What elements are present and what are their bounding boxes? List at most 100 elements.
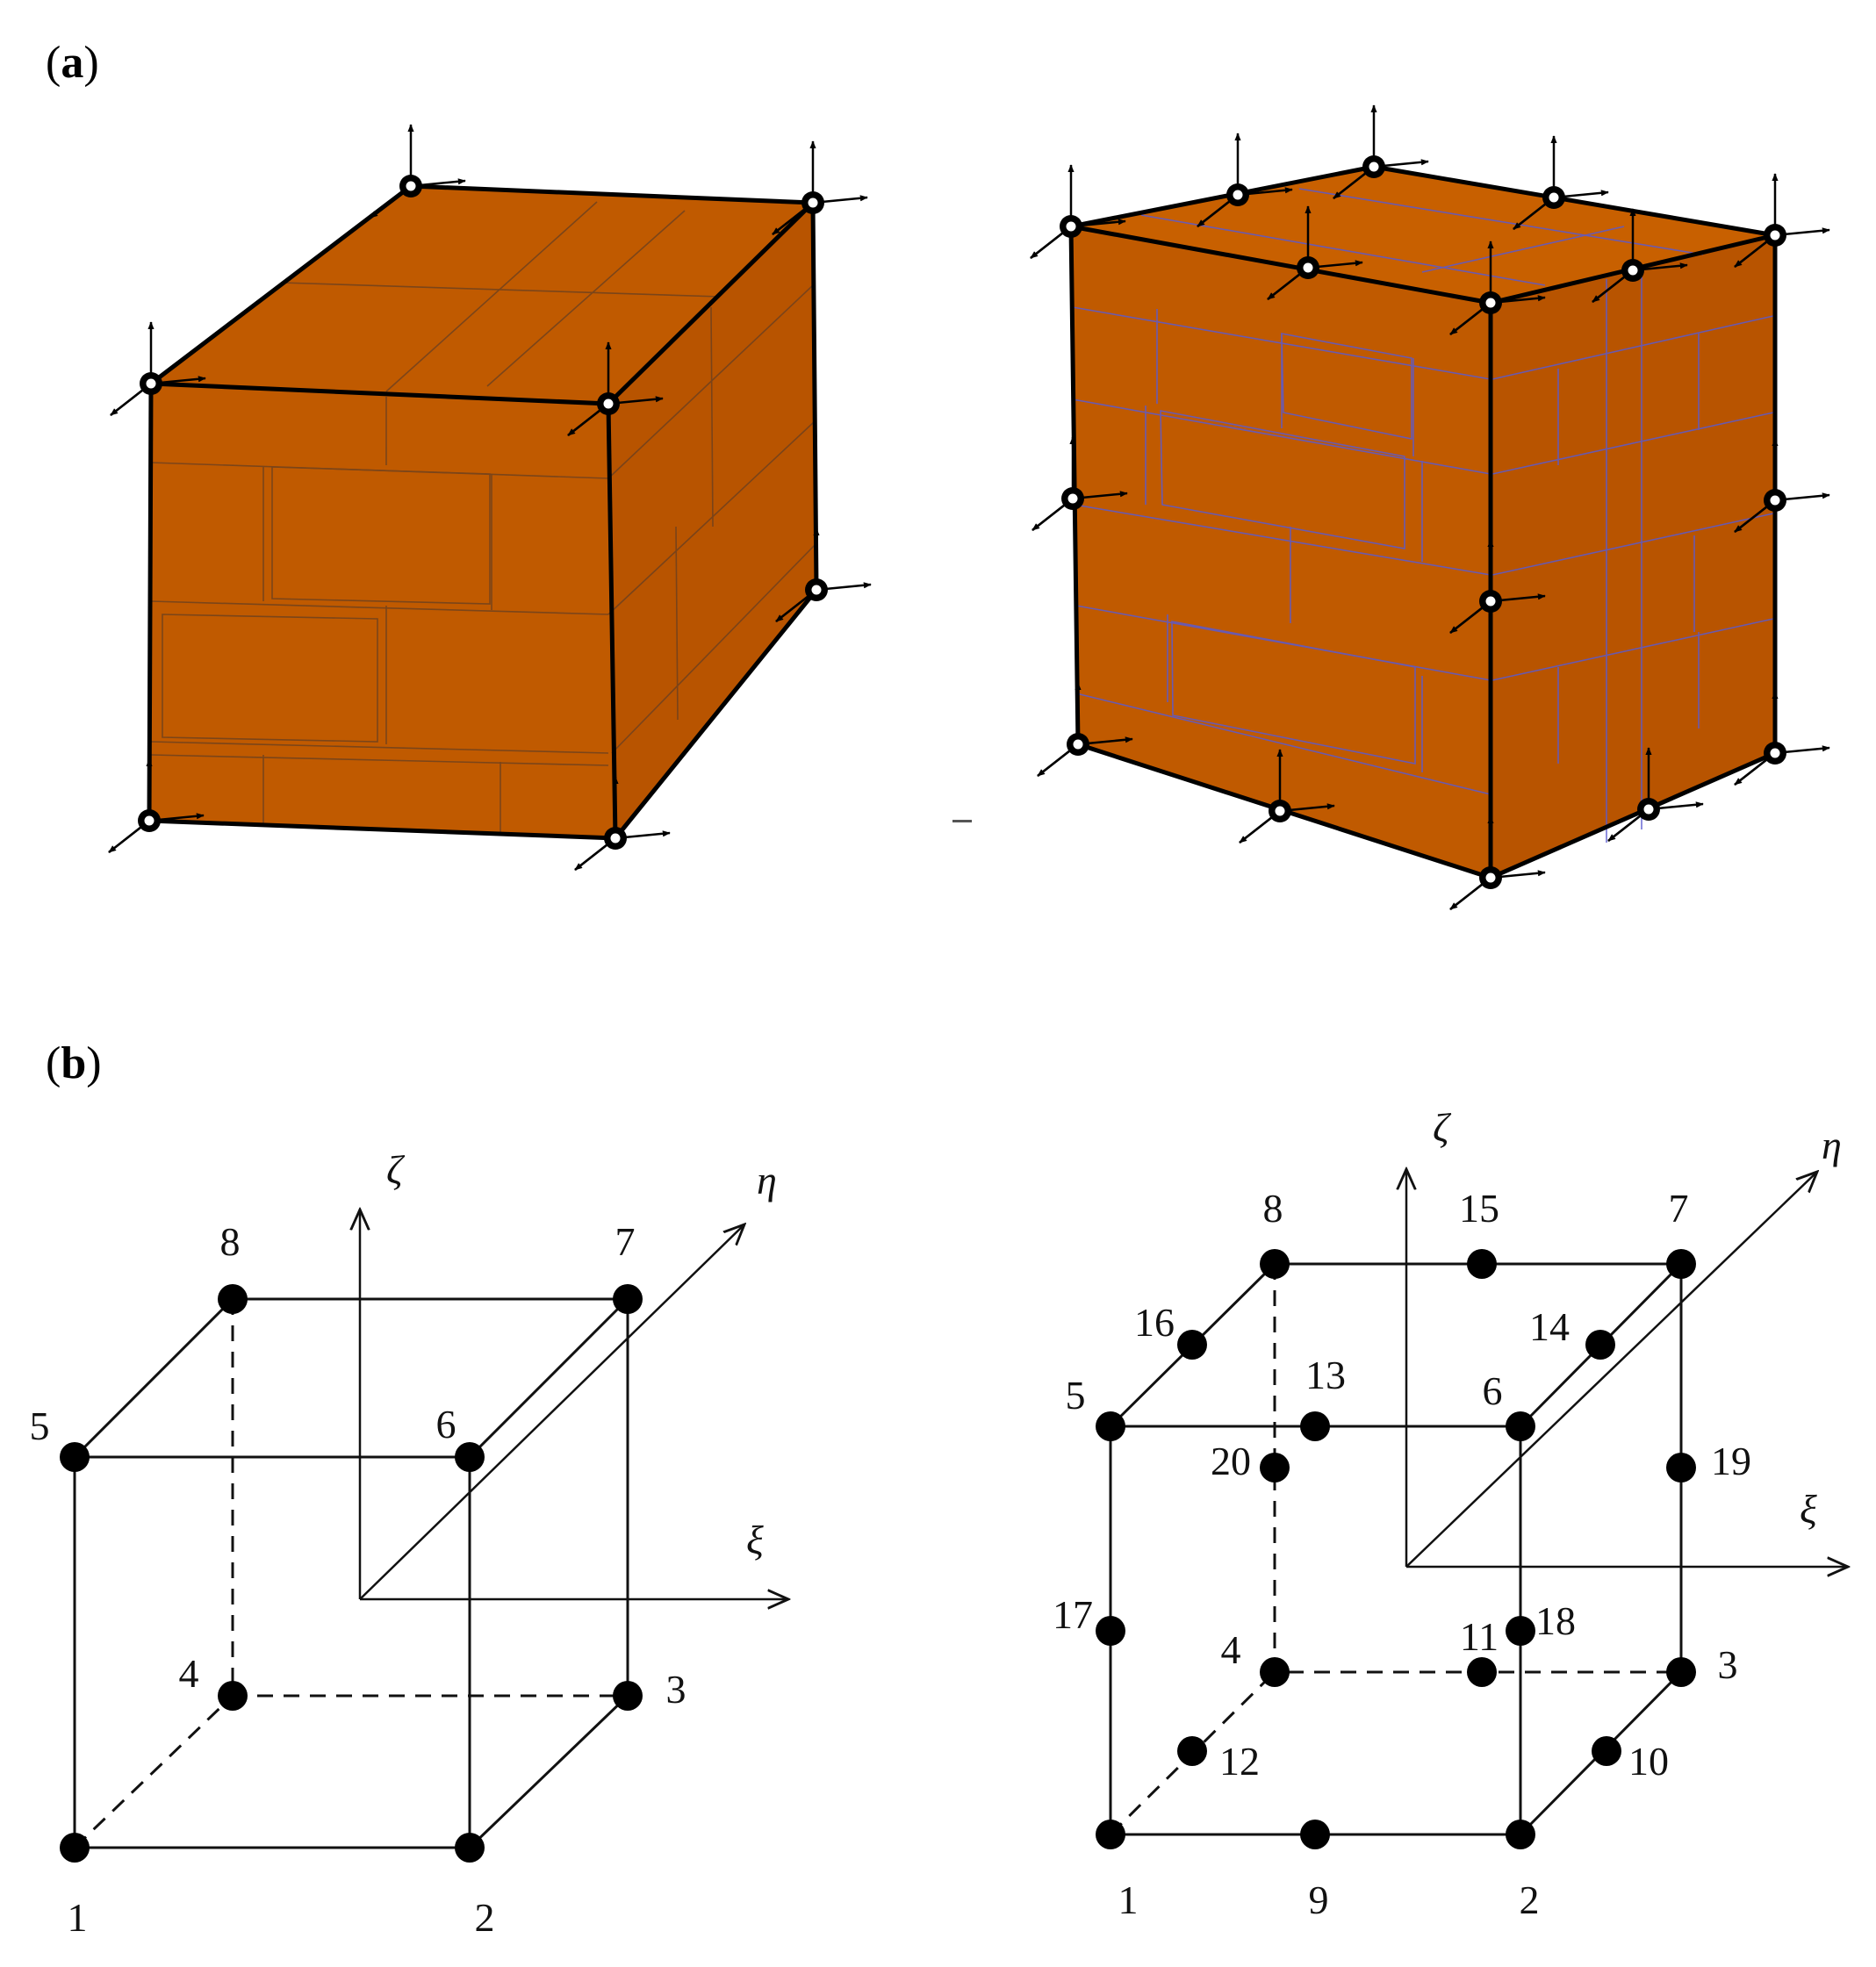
- hex20-node-10: [1592, 1736, 1621, 1766]
- ring-nodes-layer: [138, 155, 1786, 889]
- brick-hex8-ring-node-center-7: [811, 585, 822, 595]
- hex20-node-13: [1300, 1411, 1330, 1441]
- brick-hex20-ring-node-center-8: [1628, 265, 1638, 276]
- hex20-node-17: [1096, 1616, 1125, 1646]
- hex20-node-6: [1506, 1411, 1535, 1441]
- hex20-node-5: [1096, 1411, 1125, 1441]
- hex8-node-label-4: 4: [179, 1651, 199, 1696]
- hex20-node-8: [1260, 1249, 1290, 1279]
- hex20-node-label-20: 20: [1211, 1439, 1251, 1483]
- brick-front-edges: [147, 383, 618, 841]
- brick-hex8: [147, 183, 819, 841]
- hex20-node-1: [1096, 1820, 1125, 1849]
- hex20-eta-label: η: [1822, 1123, 1842, 1167]
- hex20-node-16: [1177, 1330, 1207, 1360]
- brick-hex20-ring-node-center-2: [1369, 162, 1379, 172]
- brick-hex20: [1068, 164, 1778, 880]
- brick-hex20-ring-node-center-7: [1303, 262, 1313, 273]
- hex8-node-5: [60, 1442, 90, 1472]
- brick-hex20-ring-node-center-11: [1485, 596, 1496, 607]
- brick-hex8-ring-node-center-4: [603, 398, 614, 409]
- hex20-zeta-label: ζ: [1433, 1105, 1452, 1150]
- hex8-nodes: 1 2 3 4 5 6 7 8: [30, 1219, 686, 1940]
- brick-hex20-ring-node-center-10: [1770, 495, 1780, 506]
- panel-b-label: (b): [46, 1038, 102, 1088]
- brick-front-face: [149, 384, 615, 838]
- hex20-node-12: [1177, 1736, 1207, 1766]
- hex8-node-8: [218, 1284, 248, 1314]
- brick-hex8-ring-node-center-1: [146, 378, 156, 389]
- brick-hex8-ring-node-center-2: [406, 181, 416, 191]
- hex20-node-14: [1585, 1330, 1615, 1360]
- hex20-node-7: [1666, 1249, 1696, 1279]
- brick20-front-face: [1071, 226, 1491, 878]
- brick-mortar-top: [280, 201, 721, 392]
- hex20-node-label-1: 1: [1118, 1877, 1139, 1922]
- hex20-node-label-19: 19: [1711, 1439, 1751, 1483]
- hex20-node-label-14: 14: [1529, 1304, 1570, 1349]
- hex20-node-3: [1666, 1657, 1696, 1687]
- hex8-node-4: [218, 1681, 248, 1711]
- hex8-hidden-edge-1-4: [73, 1694, 234, 1849]
- hex20-node-15: [1467, 1249, 1497, 1279]
- hex20-node-label-4: 4: [1221, 1627, 1241, 1672]
- hex8-node-label-5: 5: [30, 1403, 50, 1448]
- hex20-node-label-11: 11: [1460, 1614, 1499, 1659]
- brick-hex20-ring-node-center-6: [1549, 192, 1559, 203]
- hex8-node-label-7: 7: [615, 1219, 636, 1264]
- hex20-node-label-18: 18: [1535, 1598, 1576, 1643]
- hex8-node-label-3: 3: [666, 1667, 686, 1712]
- hex8-edge-6-7: [468, 1297, 629, 1459]
- brick20-side-face: [1491, 235, 1775, 878]
- brick-mortar-front: [150, 397, 609, 834]
- hex20-node-9: [1300, 1820, 1330, 1849]
- hex8-node-2: [455, 1833, 485, 1863]
- hex8-node-label-6: 6: [436, 1402, 456, 1447]
- hex20-node-label-5: 5: [1066, 1373, 1086, 1418]
- hex8-node-7: [613, 1284, 643, 1314]
- hex20-xi-label: ξ: [1800, 1487, 1817, 1532]
- hex20-node-label-3: 3: [1718, 1642, 1738, 1687]
- brick20-mortar-side: [1491, 272, 1774, 843]
- hex8-node-3: [613, 1681, 643, 1711]
- brick20-mortar-front: [1072, 306, 1491, 795]
- hex8-xi-label: ξ: [746, 1518, 764, 1562]
- hex20-node-label-13: 13: [1305, 1353, 1346, 1397]
- hex20-node-4: [1260, 1657, 1290, 1687]
- hex8-node-label-2: 2: [475, 1895, 495, 1940]
- brick-hex20-ring-node-center-1: [1066, 221, 1076, 232]
- hex20-node-2: [1506, 1820, 1535, 1849]
- hex20-node-18: [1506, 1616, 1535, 1646]
- brick-hex20-ring-node-center-9: [1067, 493, 1078, 504]
- brick-hex8-ring-node-center-3: [808, 197, 818, 208]
- hex8-zeta-label: ζ: [386, 1147, 406, 1192]
- hex20-node-label-7: 7: [1669, 1186, 1689, 1231]
- brick20-mortar-top: [1140, 188, 1704, 286]
- hex8-node-label-8: 8: [220, 1219, 241, 1264]
- brick-hex20-ring-node-center-12: [1073, 739, 1083, 750]
- hex20-node-label-8: 8: [1263, 1186, 1283, 1231]
- brick-hex20-ring-node-center-3: [1770, 230, 1780, 240]
- hex20-node-label-12: 12: [1219, 1739, 1260, 1784]
- panel-a-label: (a): [46, 38, 99, 88]
- brick-hex20-ring-node-center-13: [1485, 872, 1496, 883]
- stray-mark: [952, 820, 972, 822]
- brick-hex20-ring-node-center-14: [1770, 748, 1780, 758]
- hex8-node-6: [455, 1442, 485, 1472]
- hex8-node-label-1: 1: [68, 1895, 88, 1940]
- brick-hex8-ring-node-center-6: [610, 833, 621, 844]
- hex20-node-label-6: 6: [1483, 1368, 1503, 1413]
- brick-hex20-ring-node-center-4: [1485, 298, 1496, 308]
- brick-hex8-ring-node-center-5: [144, 815, 155, 826]
- hex20-node-11: [1467, 1657, 1497, 1687]
- brick-hex20-ring-node-center-16: [1643, 804, 1654, 815]
- brick-mortar-side: [607, 284, 816, 754]
- hex20-node-label-10: 10: [1628, 1739, 1669, 1784]
- hex20-node-label-16: 16: [1134, 1300, 1175, 1345]
- brick-hex20-ring-node-center-15: [1275, 806, 1285, 816]
- hex20-node-label-15: 15: [1459, 1186, 1499, 1231]
